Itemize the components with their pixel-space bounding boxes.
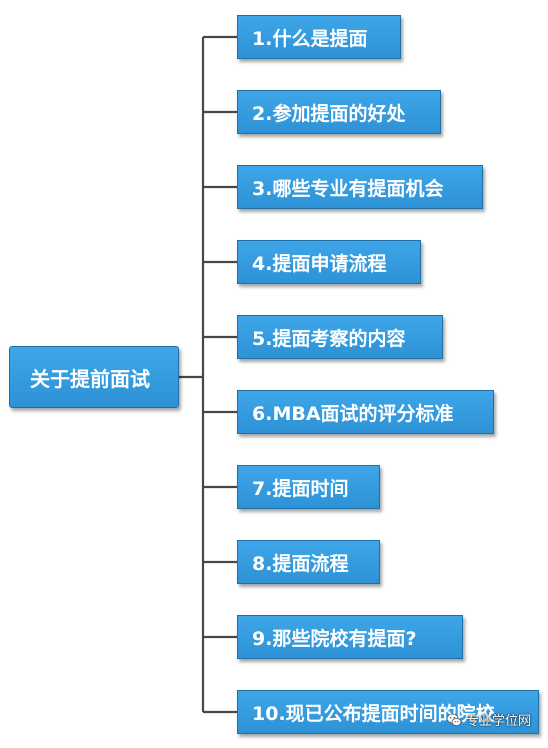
subtopic-7: 7.提面时间: [237, 465, 380, 509]
subtopic-10: 10.现已公布提面时间的院校: [237, 690, 539, 734]
subtopic-3: 3.哪些专业有提面机会: [237, 165, 483, 209]
root-topic-label: 关于提前面试: [30, 366, 150, 391]
subtopic-2: 2.参加提面的好处: [237, 90, 441, 134]
wechat-icon: [446, 713, 462, 726]
root-topic: 关于提前面试: [9, 346, 179, 408]
subtopic-label: 6.MBA面试的评分标准: [252, 402, 454, 425]
subtopic-label: 9.那些院校有提面?: [252, 627, 417, 650]
subtopic-label: 1.什么是提面: [252, 27, 368, 50]
subtopic-4: 4.提面申请流程: [237, 240, 421, 284]
subtopic-label: 5.提面考察的内容: [252, 327, 406, 350]
subtopic-label: 10.现已公布提面时间的院校: [252, 702, 495, 725]
subtopic-8: 8.提面流程: [237, 540, 380, 584]
subtopic-label: 7.提面时间: [252, 477, 349, 500]
subtopic-label: 8.提面流程: [252, 552, 349, 575]
subtopic-label: 4.提面申请流程: [252, 252, 387, 275]
subtopic-5: 5.提面考察的内容: [237, 315, 443, 359]
subtopic-1: 1.什么是提面: [237, 15, 401, 59]
watermark-text: 专业学位网: [466, 714, 532, 729]
subtopic-6: 6.MBA面试的评分标准: [237, 390, 494, 434]
subtopic-9: 9.那些院校有提面?: [237, 615, 463, 659]
subtopic-label: 2.参加提面的好处: [252, 102, 406, 125]
subtopic-label: 3.哪些专业有提面机会: [252, 177, 444, 200]
watermark: 专业学位网: [446, 710, 531, 729]
